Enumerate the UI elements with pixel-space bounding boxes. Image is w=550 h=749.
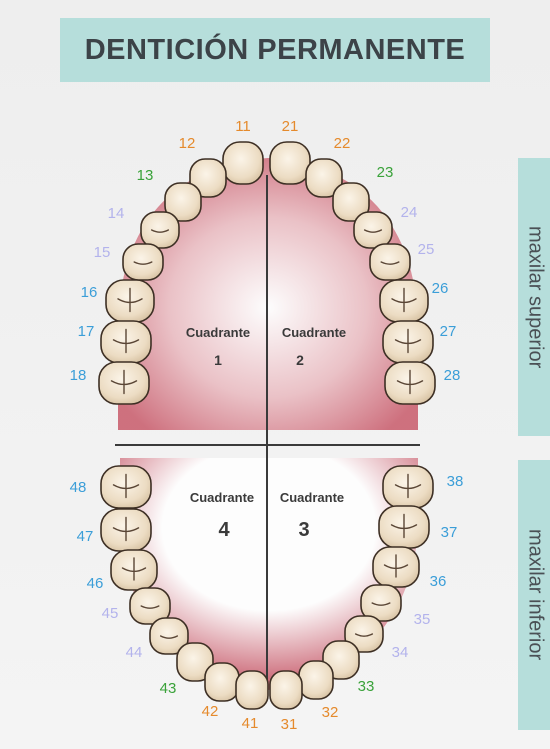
tooth-crown	[123, 244, 163, 280]
tooth-14	[141, 212, 179, 248]
tooth-number-28: 28	[444, 367, 461, 384]
tooth-crown	[299, 661, 333, 699]
tooth-number-32: 32	[322, 704, 339, 721]
tooth-number-48: 48	[70, 479, 87, 496]
tooth-crown	[270, 671, 302, 709]
tooth-number-46: 46	[87, 575, 104, 592]
tooth-31	[270, 671, 302, 709]
tooth-number-47: 47	[77, 528, 94, 545]
tooth-41	[236, 671, 268, 709]
tooth-47	[101, 509, 151, 551]
tooth-11	[223, 142, 263, 184]
tooth-number-11: 11	[235, 118, 251, 135]
quadrant-3-word: Cuadrante	[280, 490, 344, 505]
quadrant-4-word: Cuadrante	[190, 490, 254, 505]
tooth-28	[385, 362, 435, 404]
quadrant-1-word: Cuadrante	[186, 325, 250, 340]
tooth-crown	[223, 142, 263, 184]
tooth-crown	[141, 212, 179, 248]
quadrant-2-word: Cuadrante	[282, 325, 346, 340]
tooth-number-22: 22	[334, 135, 351, 152]
tooth-number-21: 21	[282, 118, 299, 135]
tooth-number-26: 26	[432, 280, 449, 297]
tooth-21	[270, 142, 310, 184]
tooth-number-12: 12	[179, 135, 196, 152]
quadrant-4-number: 4	[218, 519, 230, 541]
tooth-number-23: 23	[377, 164, 394, 181]
tooth-crown	[236, 671, 268, 709]
tooth-18	[99, 362, 149, 404]
tooth-number-33: 33	[358, 678, 375, 695]
tooth-16	[106, 280, 154, 322]
tooth-number-43: 43	[160, 680, 177, 697]
tooth-42	[205, 663, 239, 701]
tooth-number-41: 41	[242, 715, 259, 732]
tooth-number-15: 15	[94, 244, 111, 261]
tooth-number-38: 38	[447, 473, 464, 490]
tooth-24	[354, 212, 392, 248]
tooth-number-42: 42	[202, 703, 219, 720]
tooth-number-45: 45	[102, 605, 119, 622]
tooth-25	[370, 244, 410, 280]
quadrant-2-number: 2	[296, 352, 304, 368]
tooth-crown	[354, 212, 392, 248]
tooth-number-13: 13	[137, 167, 154, 184]
tooth-number-27: 27	[440, 323, 457, 340]
tooth-number-25: 25	[418, 241, 435, 258]
tooth-number-14: 14	[108, 205, 125, 222]
tooth-46	[111, 550, 157, 590]
tooth-number-24: 24	[401, 204, 418, 221]
tooth-crown	[270, 142, 310, 184]
tooth-32	[299, 661, 333, 699]
tooth-number-44: 44	[126, 644, 143, 661]
tooth-36	[373, 547, 419, 587]
tooth-38	[383, 466, 433, 508]
quadrant-1-number: 1	[214, 352, 222, 368]
tooth-number-34: 34	[392, 644, 409, 661]
tooth-number-37: 37	[441, 524, 458, 541]
tooth-17	[101, 321, 151, 363]
tooth-48	[101, 466, 151, 508]
tooth-crown	[205, 663, 239, 701]
tooth-number-31: 31	[281, 716, 298, 733]
tooth-26	[380, 280, 428, 322]
quadrant-3-number: 3	[298, 519, 309, 541]
tooth-15	[123, 244, 163, 280]
tooth-number-16: 16	[81, 284, 98, 301]
tooth-37	[379, 506, 429, 548]
tooth-crown	[370, 244, 410, 280]
tooth-number-35: 35	[414, 611, 431, 628]
tooth-number-17: 17	[78, 323, 95, 340]
tooth-27	[383, 321, 433, 363]
tooth-number-18: 18	[70, 367, 87, 384]
tooth-number-36: 36	[430, 573, 447, 590]
